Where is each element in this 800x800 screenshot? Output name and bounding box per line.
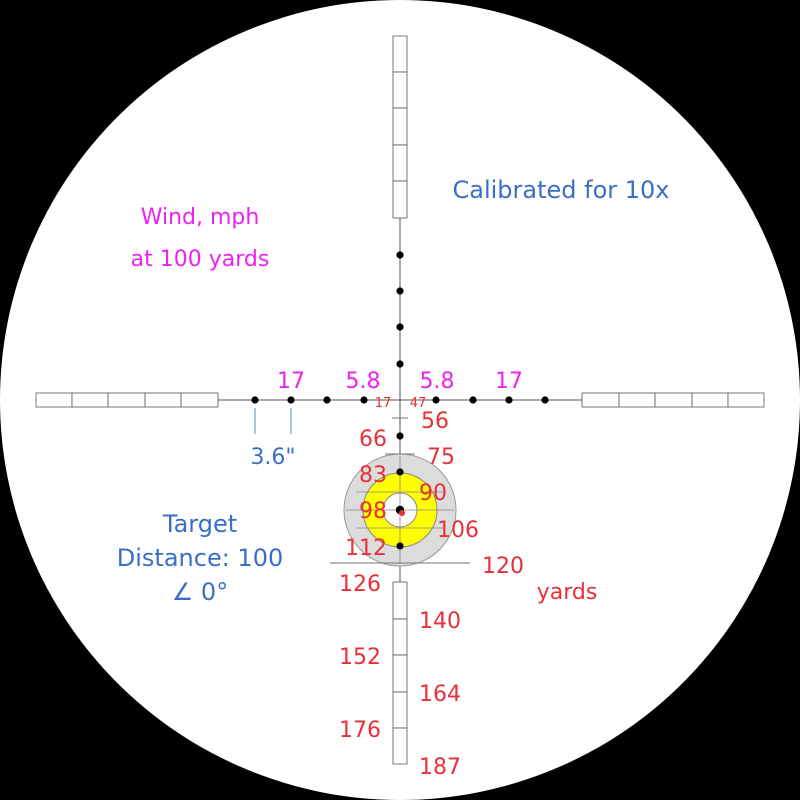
horizontal-wind-dots xyxy=(251,396,549,404)
right-post xyxy=(581,392,765,408)
wind-left-outer: 17 xyxy=(277,369,305,394)
range-mark: 75 xyxy=(427,445,455,470)
range-mark: 83 xyxy=(359,463,387,488)
range-mark: 106 xyxy=(437,518,479,543)
spacing-label: 3.6" xyxy=(250,445,295,470)
range-mark: 98 xyxy=(359,499,387,524)
wind-left-inner: 5.8 xyxy=(346,369,381,394)
range-mark: 140 xyxy=(419,609,461,634)
wind-small-right: 47 xyxy=(410,396,427,411)
vertical-dots-upper xyxy=(396,251,404,368)
calibration-label: Calibrated for 10x xyxy=(452,176,669,204)
range-mark: 66 xyxy=(359,427,387,452)
range-mark: 164 xyxy=(419,682,461,707)
range-mark: 176 xyxy=(339,718,381,743)
center-aim-dot xyxy=(399,510,405,516)
target-line3: ∠ 0° xyxy=(172,578,228,606)
wind-small-left: 17 xyxy=(375,396,392,411)
range-mark: 120 xyxy=(482,554,524,579)
target-line1: Target xyxy=(162,510,237,538)
spacing-markers xyxy=(254,408,292,434)
bottom-post xyxy=(392,581,408,765)
wind-subtitle: at 100 yards xyxy=(131,247,270,272)
target-line2: Distance: 100 xyxy=(117,544,283,572)
range-mark: 126 xyxy=(339,572,381,597)
wind-right-inner: 5.8 xyxy=(420,369,455,394)
wind-title: Wind, mph xyxy=(141,205,260,230)
range-mark: 112 xyxy=(345,536,387,561)
range-mark: 56 xyxy=(421,409,449,434)
range-mark: 90 xyxy=(419,481,447,506)
drop-ticks xyxy=(330,417,470,564)
range-mark: 152 xyxy=(339,645,381,670)
top-post xyxy=(392,35,408,219)
wind-right-outer: 17 xyxy=(495,369,523,394)
left-post xyxy=(35,392,219,408)
range-mark: 187 xyxy=(419,755,461,780)
drop-dots xyxy=(395,432,405,550)
range-unit-label: yards xyxy=(537,580,598,605)
